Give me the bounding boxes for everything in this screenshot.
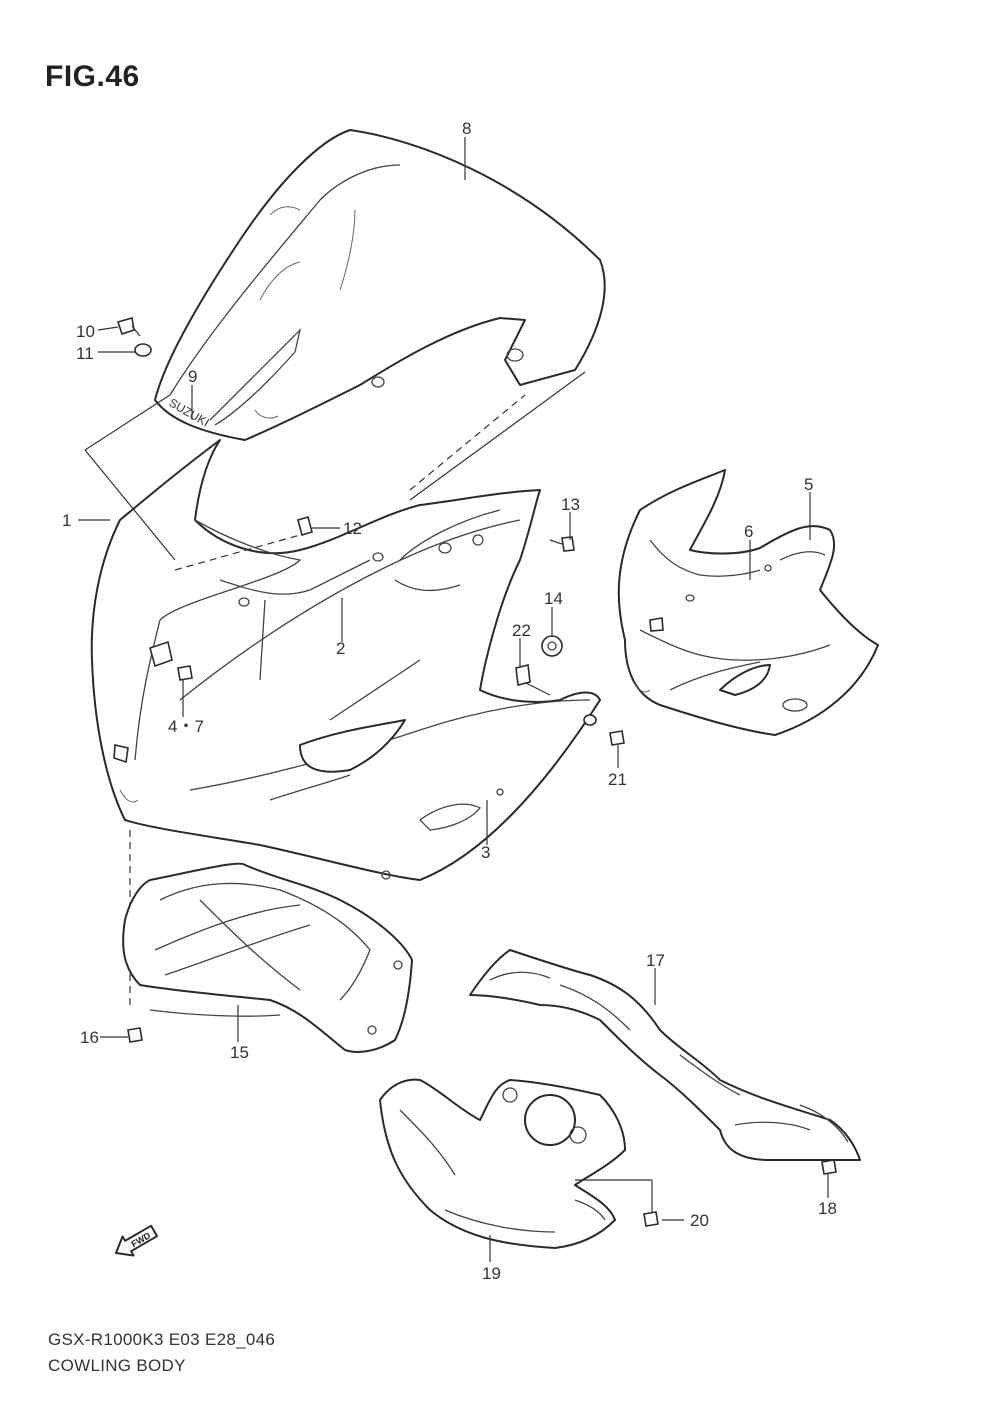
hardware-screw-16[interactable] xyxy=(127,1027,143,1043)
callout-8: 8 xyxy=(462,119,471,138)
heat-shield-part[interactable] xyxy=(379,1078,626,1249)
callout-6: 6 xyxy=(744,522,753,541)
callout-4-7: 4・7 xyxy=(168,717,204,736)
hardware-bolt-10[interactable] xyxy=(116,316,141,337)
forward-direction-arrow-icon: FWD xyxy=(114,1224,159,1257)
hardware-clip-4-7[interactable] xyxy=(177,665,193,681)
callout-labels: 8 10 11 9 1 12 13 2 14 22 5 6 4・7 21 3 1… xyxy=(62,119,837,1283)
hardware-screw-18[interactable] xyxy=(821,1159,837,1175)
callout-12: 12 xyxy=(343,519,362,538)
callout-16: 16 xyxy=(80,1028,99,1047)
hardware-grommet-14[interactable] xyxy=(541,635,563,657)
footer-section-name: COWLING BODY xyxy=(48,1356,186,1375)
callout-22: 22 xyxy=(512,621,531,640)
callout-3: 3 xyxy=(481,843,490,862)
callout-14: 14 xyxy=(544,589,563,608)
hardware-clip-22[interactable] xyxy=(515,664,531,686)
callout-21: 21 xyxy=(608,770,627,789)
callout-18: 18 xyxy=(818,1199,837,1218)
callout-15: 15 xyxy=(230,1043,249,1062)
callout-20: 20 xyxy=(690,1211,709,1230)
figure-title: FIG.46 xyxy=(45,60,140,93)
hardware-nut-12[interactable] xyxy=(297,515,313,537)
callout-9: 9 xyxy=(188,367,197,386)
lower-panel-part[interactable] xyxy=(122,862,413,1053)
callout-11: 11 xyxy=(76,344,94,363)
hardware-screw-20[interactable] xyxy=(643,1211,659,1227)
callout-10: 10 xyxy=(76,322,95,341)
callout-5: 5 xyxy=(804,475,813,494)
air-duct-part[interactable] xyxy=(469,949,861,1162)
upper-cowling-part[interactable] xyxy=(90,439,601,881)
hardware-washer-11[interactable] xyxy=(134,343,152,357)
hardware-screw-21[interactable] xyxy=(583,714,625,746)
callout-1: 1 xyxy=(62,511,71,530)
callout-19: 19 xyxy=(482,1264,501,1283)
callout-13: 13 xyxy=(561,495,580,514)
footer-model-code: GSX-R1000K3 E03 E28_046 xyxy=(48,1330,276,1349)
callout-2: 2 xyxy=(336,639,345,658)
leader-lines xyxy=(78,137,829,1262)
hardware-screw-13[interactable] xyxy=(549,536,575,552)
inner-cowling-part[interactable] xyxy=(617,469,879,736)
windscreen-part[interactable]: SUZUKI xyxy=(154,129,606,441)
callout-17: 17 xyxy=(646,951,665,970)
